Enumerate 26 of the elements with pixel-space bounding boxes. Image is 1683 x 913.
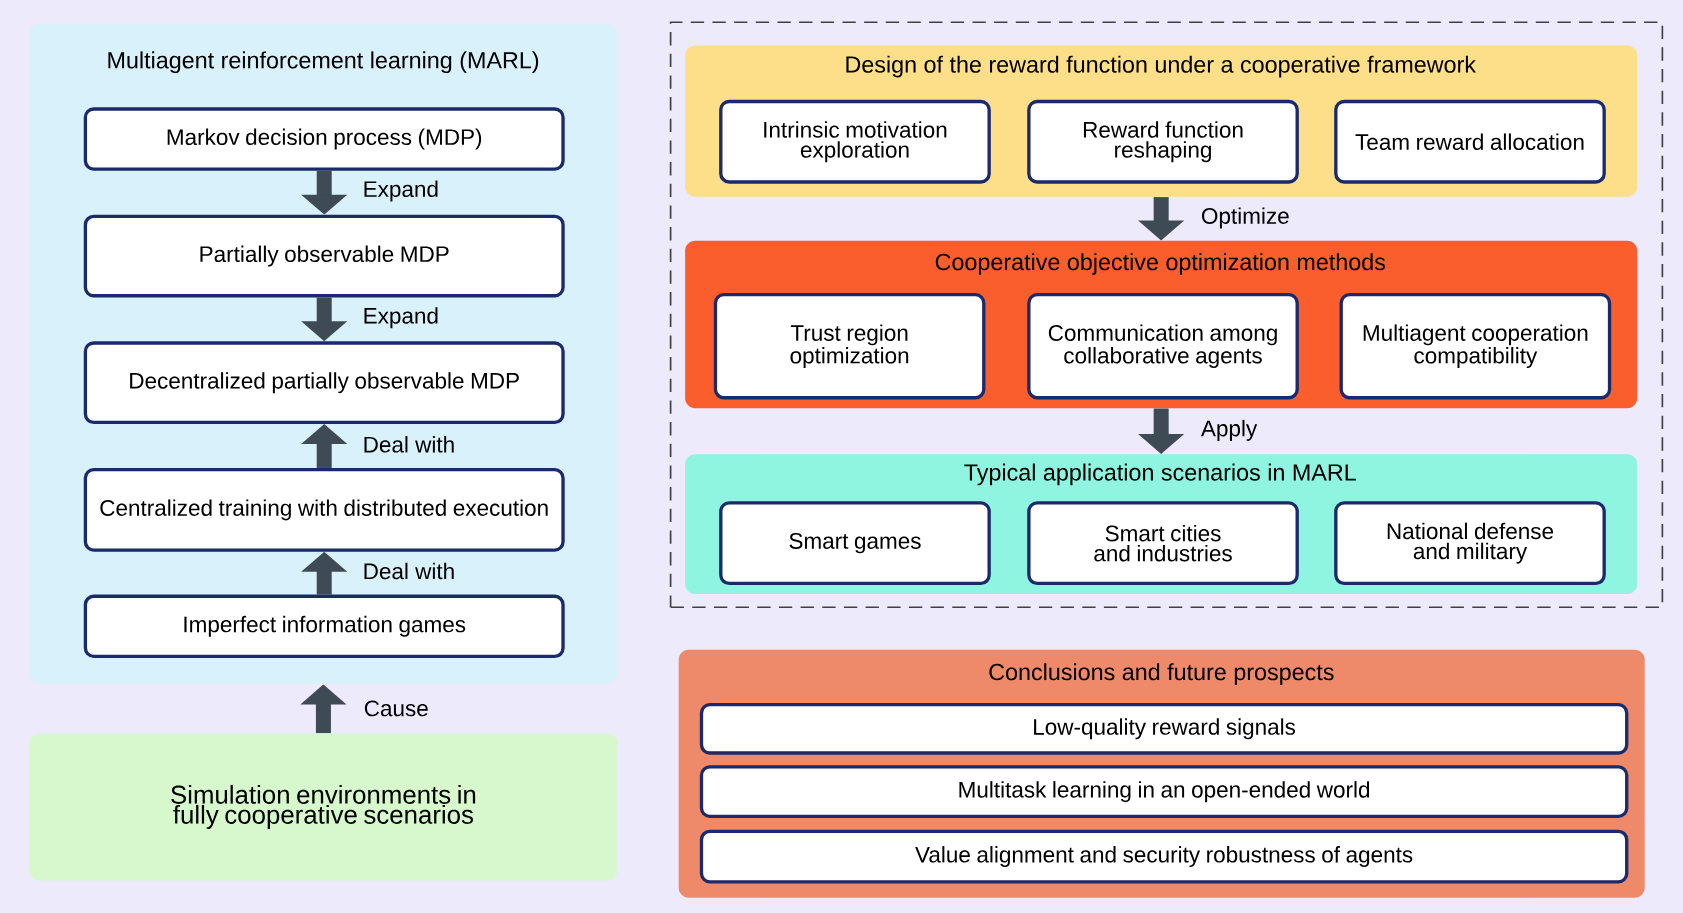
edge-label: Deal with — [364, 435, 454, 453]
concept-box: National defense and military — [1334, 501, 1606, 585]
concept-box: Smart cities and industries — [1027, 501, 1299, 585]
concept-box: Trust region optimization — [713, 292, 986, 400]
edge-label: Cause — [364, 700, 428, 717]
concept-box: Multitask learning in an open-ended world — [699, 765, 1629, 818]
edge-label: Expand — [364, 307, 438, 328]
edge-label: Apply — [1201, 419, 1258, 441]
concept-box: Multiagent cooperation compatibility — [1339, 292, 1612, 400]
concept-box: Smart games — [719, 501, 991, 585]
edge-label: Expand — [364, 180, 438, 202]
concept-box: Markov decision process (MDP) — [83, 107, 565, 171]
concept-box: Value alignment and security robustness of agents — [699, 829, 1629, 884]
panel: Simulation environments in fully cooperative scenarios — [29, 733, 618, 881]
concept-box: Imperfect information games — [83, 594, 565, 658]
concept-box: Decentralized partially observable MDP — [83, 341, 565, 424]
concept-box: Centralized training with distributed execution — [83, 467, 565, 552]
concept-box: Low-quality reward signals — [699, 702, 1629, 755]
dashed-frame — [669, 21, 1664, 608]
concept-box: Team reward allocation — [1334, 99, 1606, 184]
edge-label: Deal with — [364, 562, 454, 580]
concept-box: Intrinsic motivation exploration — [719, 99, 991, 184]
concept-box: Partially observable MDP — [83, 214, 565, 298]
concept-box: Communication among collaborative agents — [1027, 292, 1299, 400]
edge-label: Optimize — [1202, 207, 1289, 229]
concept-box: Reward function reshaping — [1027, 99, 1299, 184]
